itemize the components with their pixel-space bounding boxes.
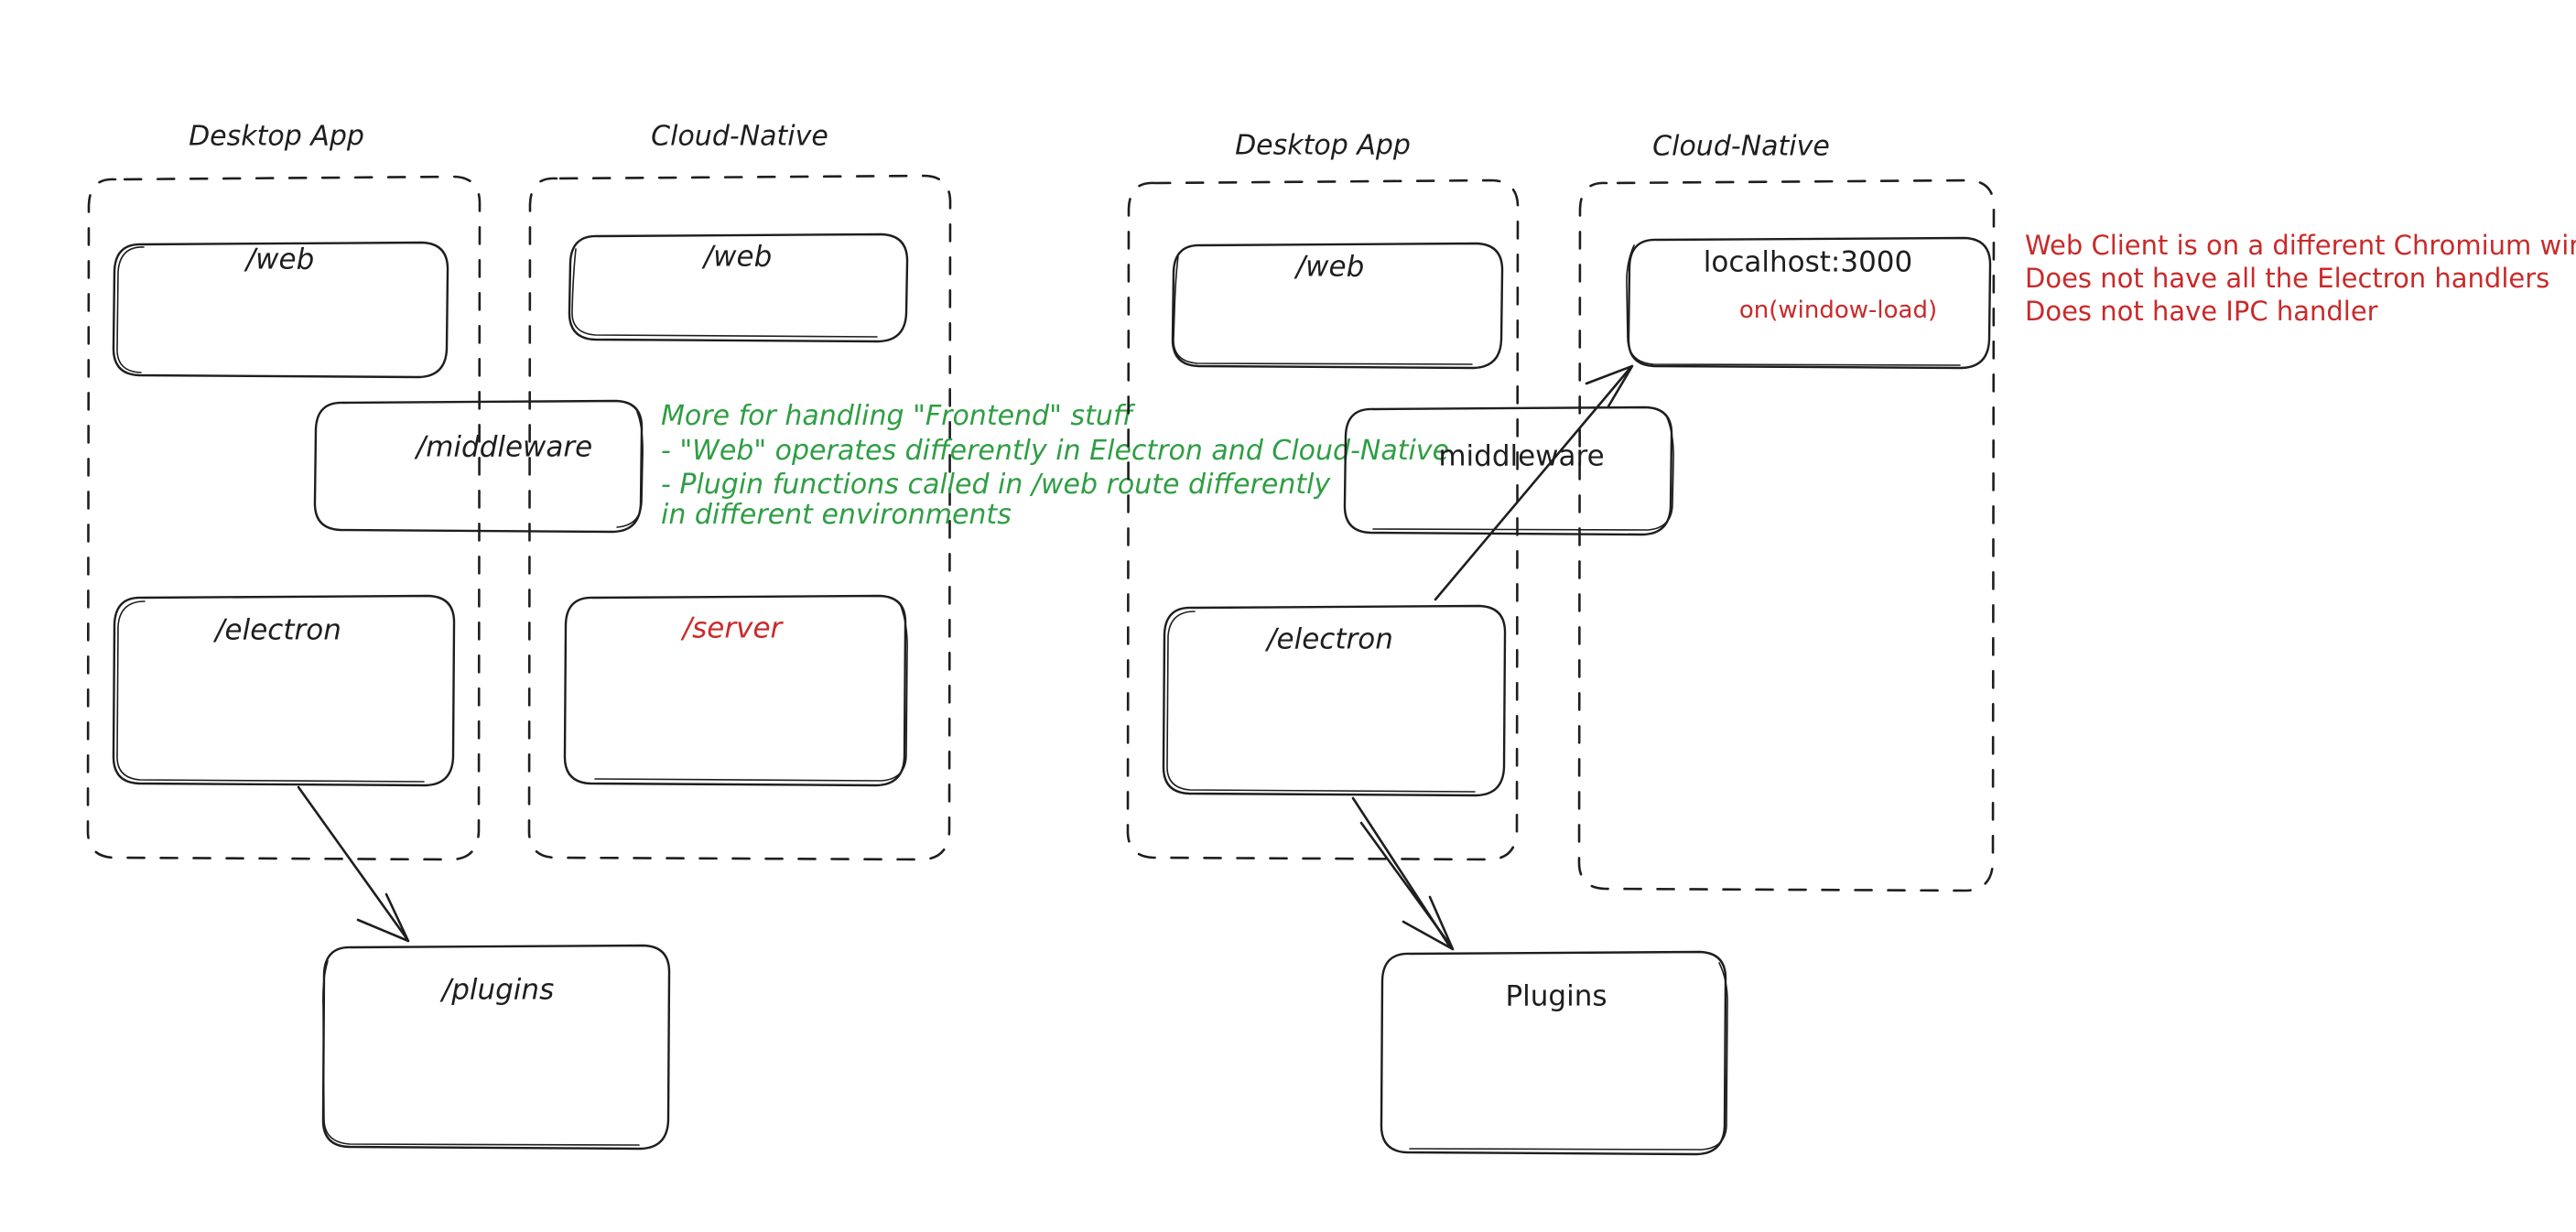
node-label-right-middleware: middleware: [1438, 440, 1604, 473]
group-label-left-cloud-native: Cloud-Native: [651, 121, 828, 153]
arrow-shaft: [1434, 367, 1631, 601]
node-outline: [313, 399, 644, 534]
arrow-left-electron-to-plugins[interactable]: [297, 785, 410, 943]
node-outline: [568, 232, 909, 343]
node-left-middleware[interactable]: /middleware: [313, 399, 644, 534]
node-left-desktop-electron[interactable]: /electron: [112, 594, 456, 787]
node-outline-sketch-pass: [1173, 255, 1473, 365]
group-left-desktop-app[interactable]: Desktop App: [86, 121, 482, 861]
node-label-right-plugins: Plugins: [1505, 980, 1607, 1013]
red-note-line-1: Web Client is on a different Chromium wi…: [2025, 230, 2576, 261]
arrow-head: [356, 892, 410, 943]
arrow-shaft-second: [1359, 821, 1454, 949]
node-label-right-desktop-electron: /electron: [1264, 623, 1393, 656]
node-right-localhost[interactable]: localhost:3000 on(window-load): [1626, 236, 1992, 370]
node-outline-sketch-pass: [571, 248, 878, 338]
group-label-right-cloud-native: Cloud-Native: [1652, 131, 1830, 163]
node-outline: [1343, 405, 1673, 536]
red-note-line-2: Does not have all the Electron handlers: [2025, 263, 2549, 294]
node-outline: [1627, 236, 1992, 370]
node-outline-sketch-pass: [1372, 416, 1674, 531]
node-outline: [321, 944, 671, 1151]
node-left-cloud-server[interactable]: /server: [563, 594, 908, 787]
dashed-border-right-cloud-native: [1577, 178, 1996, 892]
dashed-border-left-desktop-app: [86, 175, 482, 861]
arrow-right-electron-to-localhost[interactable]: [1434, 364, 1634, 601]
arrow-head: [1585, 364, 1634, 408]
node-outline: [1171, 242, 1504, 370]
node-right-desktop-electron[interactable]: /electron: [1162, 604, 1507, 797]
node-outline-sketch-pass: [116, 246, 145, 373]
node-right-desktop-web[interactable]: /web: [1171, 242, 1504, 370]
node-outline-sketch-pass: [1626, 244, 1961, 366]
node-label-left-cloud-web: /web: [701, 241, 773, 274]
node-outline-sketch-pass: [616, 411, 644, 528]
node-outline-sketch-pass: [594, 605, 908, 782]
node-outline: [112, 594, 456, 787]
node-sublabel-right-localhost: on(window-load): [1739, 297, 1937, 324]
group-label-right-desktop-app: Desktop App: [1235, 130, 1411, 162]
node-label-left-desktop-electron: /electron: [212, 614, 341, 647]
node-left-plugins[interactable]: /plugins: [321, 944, 671, 1151]
node-label-right-desktop-web: /web: [1293, 251, 1365, 284]
node-outline-sketch-pass: [116, 600, 425, 783]
group-left-cloud-native[interactable]: Cloud-Native: [527, 121, 952, 861]
node-outline: [112, 241, 449, 379]
green-note-line-4: in different environments: [661, 499, 1012, 531]
node-outline: [1162, 604, 1507, 797]
group-label-left-desktop-app: Desktop App: [189, 121, 364, 153]
green-note-line-3: - Plugin functions called in /web route …: [661, 469, 1331, 501]
node-outline-sketch-pass: [322, 960, 640, 1146]
node-outline: [1380, 950, 1727, 1156]
arrow-shaft: [297, 785, 408, 940]
node-label-left-desktop-web: /web: [244, 243, 315, 276]
green-note-line-2: - "Web" operates differently in Electron…: [661, 435, 1449, 467]
group-right-desktop-app[interactable]: Desktop App: [1126, 130, 1520, 861]
node-label-right-localhost: localhost:3000: [1704, 246, 1913, 279]
arrow-right-electron-to-plugins[interactable]: [1351, 796, 1455, 951]
node-left-desktop-web[interactable]: /web: [112, 241, 449, 379]
dashed-border-left-cloud-native: [527, 174, 952, 861]
node-label-left-middleware: /middleware: [414, 431, 592, 464]
annotation-red-note: Web Client is on a different Chromium wi…: [2025, 230, 2576, 327]
node-outline-sketch-pass: [1409, 962, 1728, 1151]
red-note-line-3: Does not have IPC handler: [2025, 296, 2378, 327]
node-outline: [563, 594, 907, 787]
node-left-cloud-web[interactable]: /web: [568, 232, 909, 343]
annotation-green-note: More for handling "Frontend" stuff - "We…: [661, 400, 1449, 531]
dashed-border-right-desktop-app: [1126, 178, 1520, 861]
node-right-plugins[interactable]: Plugins: [1380, 950, 1728, 1156]
node-label-left-cloud-server: /server: [680, 612, 785, 645]
node-right-middleware[interactable]: middleware: [1343, 405, 1674, 536]
node-outline-sketch-pass: [1166, 611, 1476, 793]
group-right-cloud-native[interactable]: Cloud-Native: [1577, 131, 1996, 892]
arrow-head: [1402, 895, 1455, 951]
node-label-left-plugins: /plugins: [439, 974, 554, 1007]
green-note-line-1: More for handling "Frontend" stuff: [661, 400, 1136, 432]
